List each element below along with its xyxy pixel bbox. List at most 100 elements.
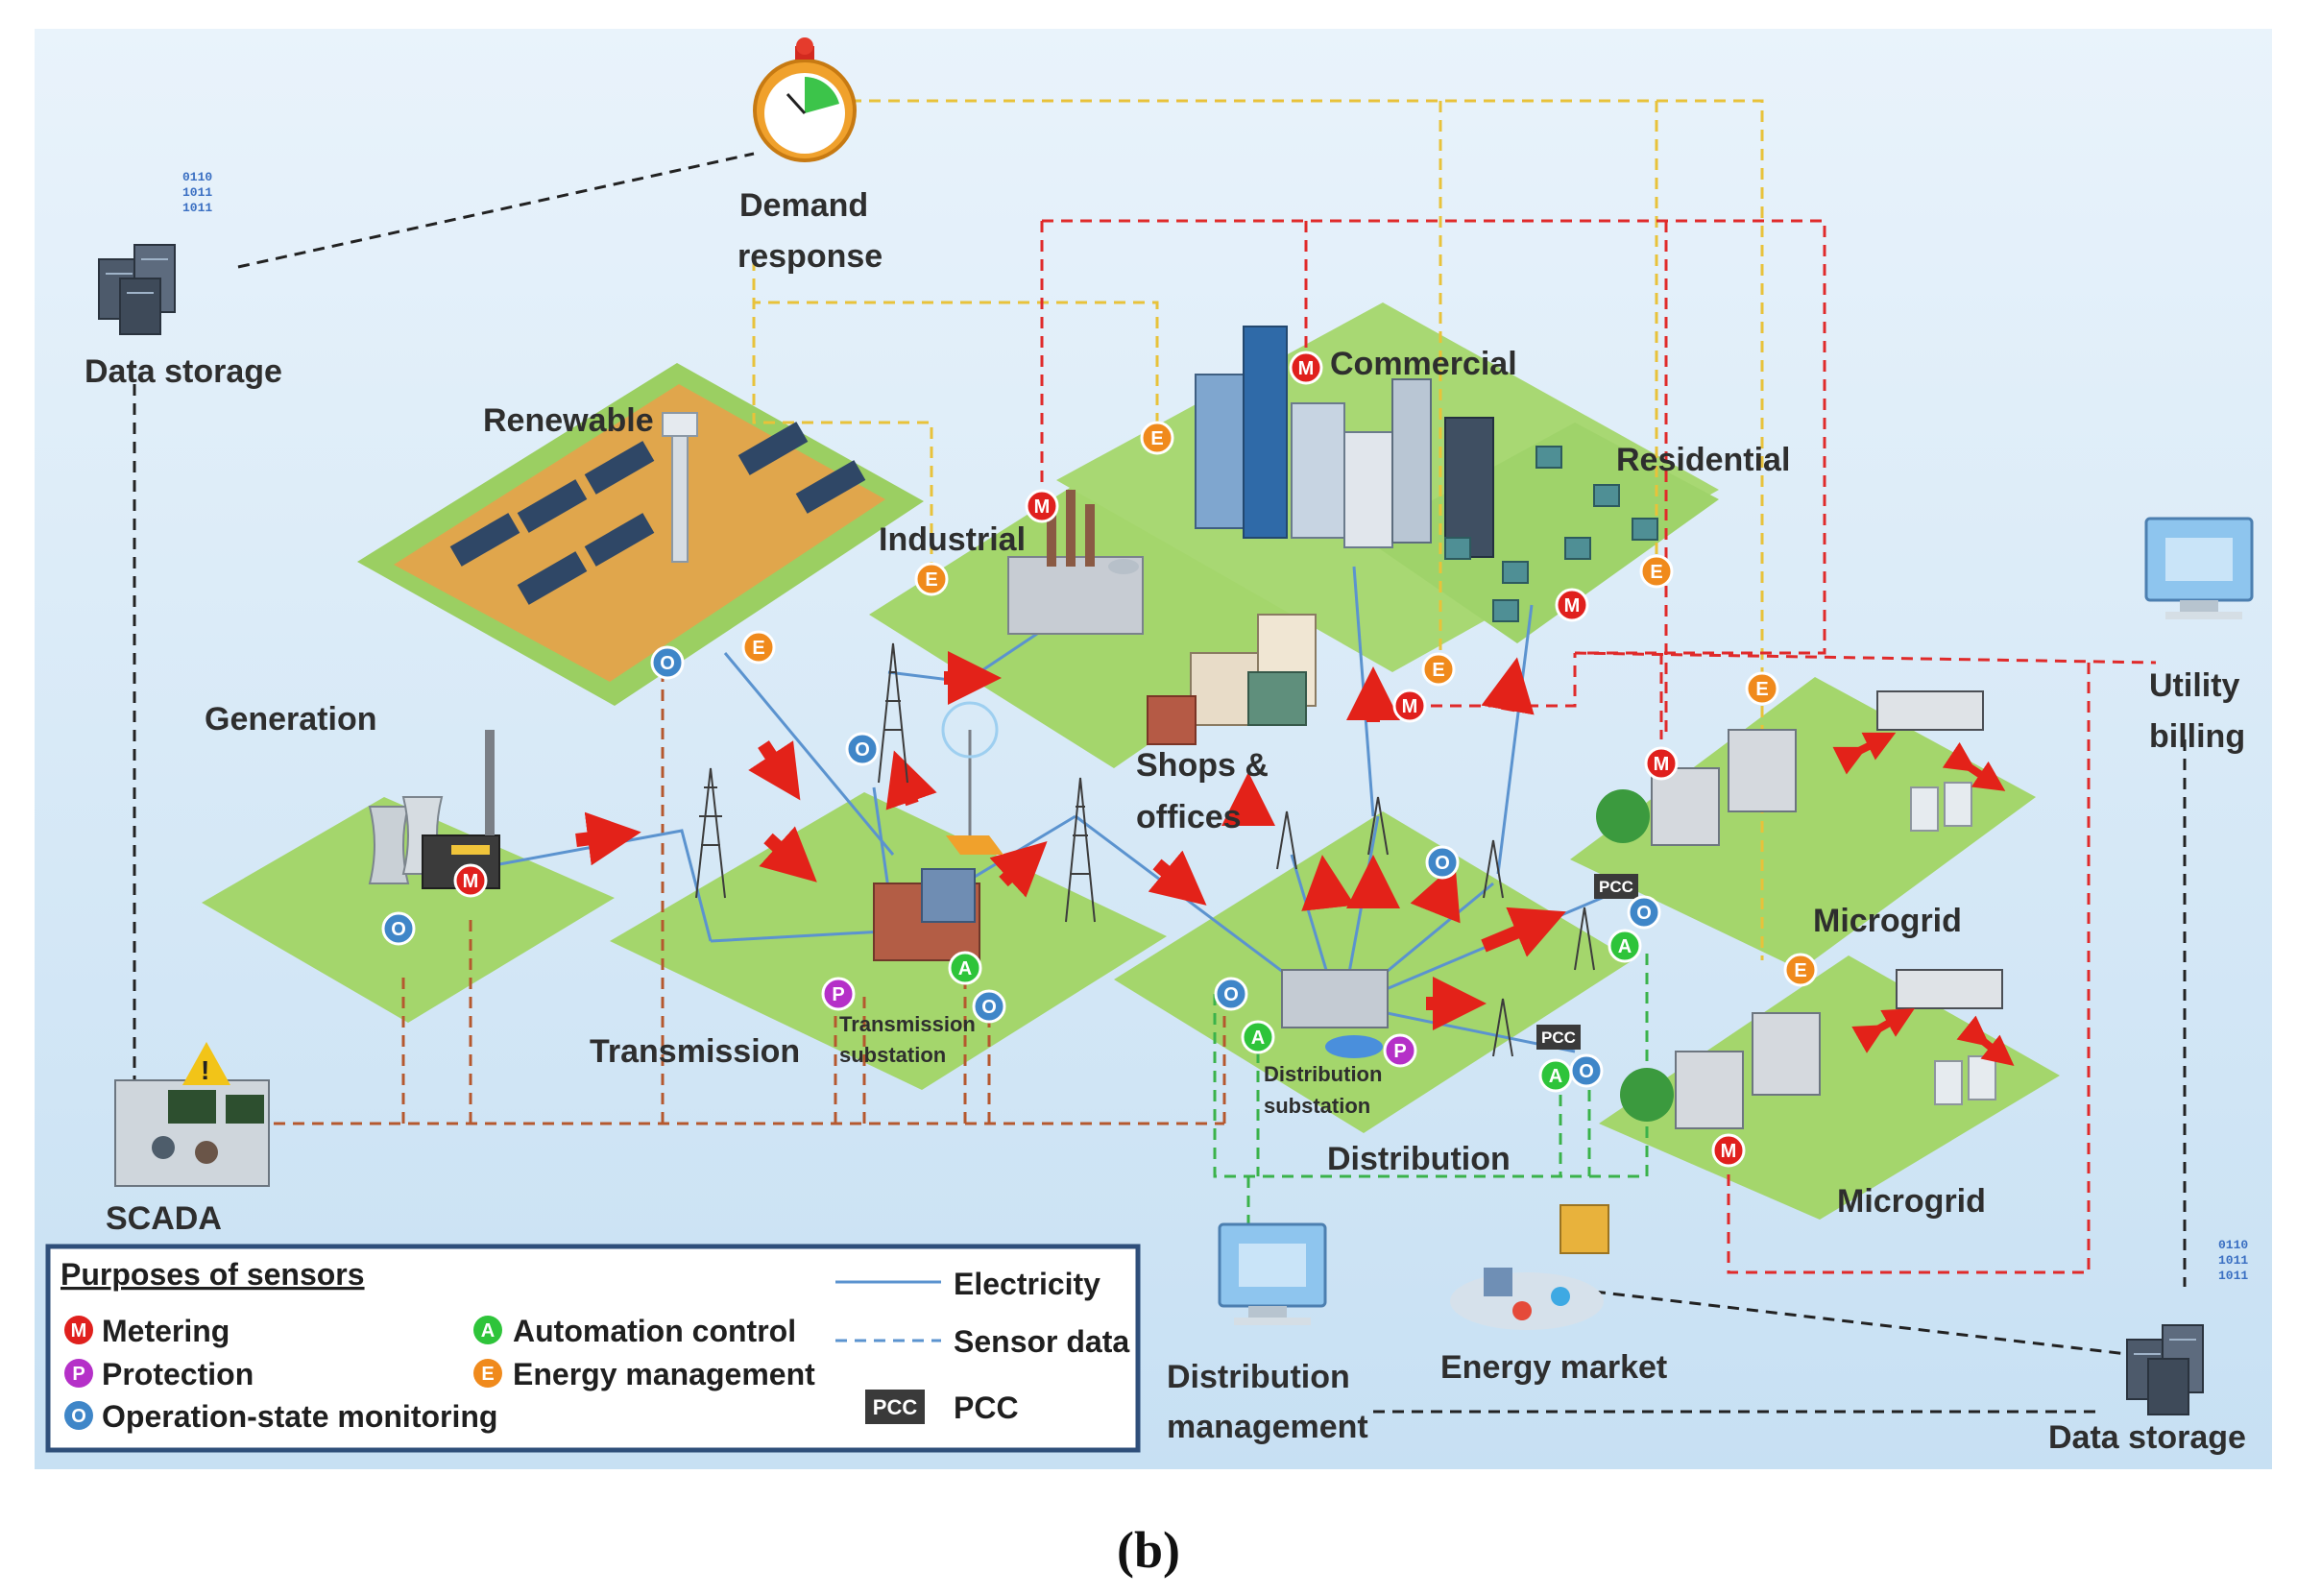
operation-sensor-badge-letter: O bbox=[1579, 1061, 1594, 1082]
metering-sensor-badge-circle bbox=[1555, 588, 1589, 622]
metering-sensor-badge: M bbox=[1555, 588, 1589, 622]
automation-sensor-badge-letter: A bbox=[1618, 936, 1632, 957]
label-renewable: Renewable bbox=[483, 402, 654, 439]
dashed-red-microgrid-loop bbox=[1659, 653, 2091, 1274]
protection-sensor-badge: P bbox=[821, 977, 856, 1011]
metering-sensor-badge: M bbox=[1025, 489, 1059, 523]
energy-sensor-badge-letter: E bbox=[752, 638, 764, 659]
tower bbox=[1483, 839, 1504, 899]
operation-sensor-badge: O bbox=[1569, 1053, 1604, 1088]
label-demand-response-line1: Demand bbox=[739, 187, 868, 224]
dashed-yellow-top bbox=[850, 99, 1764, 687]
metering-sensor-badge-letter: M bbox=[1564, 595, 1581, 617]
energy-sensor-badge-circle bbox=[1745, 671, 1779, 706]
label-utility-line1: Utility bbox=[2149, 667, 2240, 704]
protection-sensor-badge-circle bbox=[821, 977, 856, 1011]
utility-billing-monitor-icon bbox=[2144, 517, 2254, 619]
legend-operation-badge bbox=[64, 1401, 93, 1430]
tower bbox=[695, 767, 726, 899]
microgrid-bottom-assets bbox=[1620, 969, 2003, 1129]
energy-sensor-badge-circle bbox=[1639, 554, 1674, 589]
energy-sensor-badge: E bbox=[1745, 671, 1779, 706]
tower bbox=[1276, 810, 1297, 870]
label-distribution: Distribution bbox=[1327, 1141, 1511, 1177]
operation-sensor-badge-circle bbox=[1214, 977, 1248, 1011]
tile-microgrid-top bbox=[1570, 677, 2036, 970]
figure-caption: (b) bbox=[1117, 1521, 1180, 1579]
energy-sensor-badge-letter: E bbox=[1150, 428, 1163, 449]
legend-energy-label: Energy management bbox=[513, 1357, 815, 1391]
protection-sensor-badge-letter: P bbox=[832, 984, 844, 1005]
energy-sensor-badge-letter: E bbox=[1650, 562, 1662, 583]
flow-arrow bbox=[748, 740, 801, 801]
binary-line-1: 0110 bbox=[2218, 1238, 2248, 1252]
flow-arrow bbox=[1410, 863, 1461, 924]
energy-sensor-badge: E bbox=[1639, 554, 1674, 589]
operation-sensor-badge-letter: O bbox=[1223, 984, 1239, 1005]
automation-sensor-badge-letter: A bbox=[1251, 1028, 1265, 1049]
label-distribution-management-line2: management bbox=[1167, 1409, 1368, 1445]
energy-sensor-badge-circle bbox=[1140, 421, 1174, 455]
label-transmission: Transmission bbox=[590, 1033, 800, 1070]
label-microgrid-top: Microgrid bbox=[1813, 903, 1962, 939]
operation-sensor-badge-letter: O bbox=[981, 997, 997, 1018]
pcc-box-label: PCC bbox=[1541, 1028, 1576, 1047]
label-transmission-substation-line1: Transmission bbox=[839, 1012, 976, 1036]
operation-sensor-badge: O bbox=[972, 989, 1006, 1024]
legend-automation-label: Automation control bbox=[513, 1314, 796, 1348]
automation-sensor-badge-letter: A bbox=[1549, 1066, 1562, 1087]
operation-sensor-badge: O bbox=[845, 732, 880, 766]
metering-sensor-badge-letter: M bbox=[463, 871, 479, 892]
energy-sensor-badge-letter: E bbox=[1432, 660, 1444, 681]
stopwatch-icon bbox=[753, 37, 857, 162]
energy-sensor-badge: E bbox=[1140, 421, 1174, 455]
flow-arrow bbox=[1481, 907, 1566, 957]
tower bbox=[1065, 777, 1096, 923]
operation-sensor-badge-letter: O bbox=[660, 653, 675, 674]
binary-icon-right: 0110 1011 1011 bbox=[2218, 1238, 2248, 1283]
label-data-storage-left: Data storage bbox=[85, 353, 282, 390]
legend-protection-label: Protection bbox=[102, 1357, 254, 1391]
solar-tower bbox=[662, 412, 698, 563]
label-generation: Generation bbox=[205, 701, 376, 738]
metering-sensor-badge-circle bbox=[1025, 489, 1059, 523]
legend-operation-badge-letter: O bbox=[71, 1406, 86, 1427]
operation-sensor-badge-circle bbox=[972, 989, 1006, 1024]
energy-sensor-badge-circle bbox=[914, 562, 949, 596]
label-demand-response-line2: response bbox=[737, 238, 883, 275]
label-scada: SCADA bbox=[106, 1200, 222, 1237]
binary-line-2: 1011 bbox=[2218, 1253, 2248, 1268]
energy-sensor-badge-letter: E bbox=[925, 569, 937, 591]
tower bbox=[1574, 907, 1595, 971]
binary-line-1: 0110 bbox=[182, 170, 212, 184]
operation-sensor-badge-circle bbox=[1627, 895, 1661, 930]
operation-sensor-badge: O bbox=[650, 645, 685, 680]
metering-sensor-badge: M bbox=[1711, 1133, 1746, 1168]
dashed-green-distribution bbox=[1213, 951, 1649, 1268]
label-transmission-substation-line2: substation bbox=[839, 1043, 946, 1067]
dashed-red-top bbox=[1042, 219, 1826, 655]
metering-sensor-badge: M bbox=[1392, 689, 1427, 723]
metering-sensor-badge: M bbox=[1289, 351, 1323, 385]
operation-sensor-badge-circle bbox=[650, 645, 685, 680]
energy-sensor-badge-letter: E bbox=[1794, 960, 1806, 981]
sensor-data-lines bbox=[133, 99, 2187, 1414]
operation-sensor-badge-letter: O bbox=[391, 919, 406, 940]
legend-pcc-label: PCC bbox=[954, 1390, 1019, 1425]
legend-pcc-box bbox=[865, 1390, 925, 1424]
energy-sensor-badge: E bbox=[1421, 652, 1456, 687]
metering-sensor-badge-circle bbox=[1392, 689, 1427, 723]
metering-sensor-badge-circle bbox=[1644, 746, 1679, 781]
metering-sensor-badge-circle bbox=[1711, 1133, 1746, 1168]
scada-control-room-icon: ! bbox=[114, 1042, 270, 1187]
dashed-black-market-storage bbox=[1593, 1290, 2128, 1356]
metering-sensor-badge-letter: M bbox=[1298, 358, 1315, 379]
binary-line-3: 1011 bbox=[2218, 1269, 2248, 1283]
automation-sensor-badge-circle bbox=[1608, 929, 1642, 963]
operation-sensor-badge: O bbox=[1425, 845, 1460, 880]
tile-generation bbox=[202, 797, 615, 1023]
label-shops-line1: Shops & bbox=[1136, 747, 1269, 784]
energy-sensor-badge: E bbox=[1783, 953, 1818, 987]
legend-sensor-data-label: Sensor data bbox=[954, 1324, 1129, 1359]
